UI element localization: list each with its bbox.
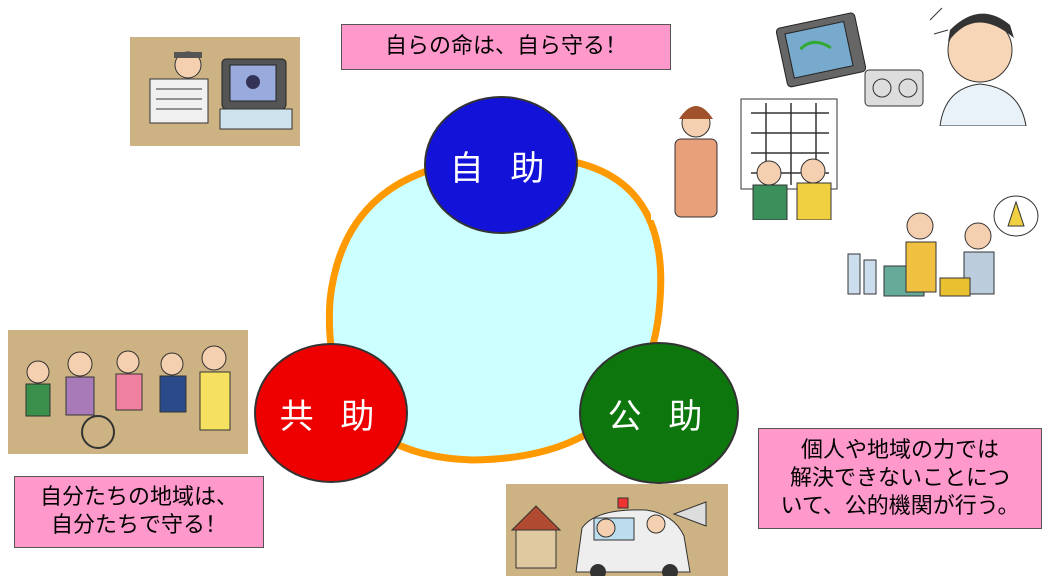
- emergency-supplies-illustration: [840, 186, 1043, 310]
- group-evacuation-illustration: [8, 330, 248, 454]
- public-help-description-line-1: 個人や地域の力では: [800, 438, 999, 463]
- public-help-description-line-3: いて、公的機関が行う。: [780, 494, 1020, 519]
- radio-tv-listener-illustration: [770, 0, 1048, 126]
- community-map-illustration: [651, 93, 841, 220]
- public-help-circle: 公 助: [579, 342, 739, 484]
- mutual-help-motto-line-1: 自分たちの地域は、: [39, 485, 238, 510]
- self-help-motto-box: 自らの命は、自ら守る！: [341, 24, 671, 70]
- mutual-help-motto-box: 自分たちの地域は、 自分たちで守る！: [14, 476, 264, 548]
- self-help-label: 自 助: [449, 148, 553, 189]
- public-help-description-line-2: 解決できないことにつ: [789, 466, 1010, 491]
- mutual-help-circle: 共 助: [254, 343, 408, 483]
- tv-news-illustration: [130, 37, 300, 146]
- self-help-motto: 自らの命は、自ら守る！: [384, 34, 627, 59]
- mutual-help-motto-line-2: 自分たちで守る！: [50, 513, 227, 538]
- police-car-illustration: [506, 484, 728, 576]
- public-help-description-box: 個人や地域の力では 解決できないことにつ いて、公的機関が行う。: [758, 428, 1042, 529]
- public-help-label: 公 助: [607, 396, 711, 437]
- self-help-circle: 自 助: [424, 96, 578, 234]
- mutual-help-label: 共 助: [279, 396, 383, 437]
